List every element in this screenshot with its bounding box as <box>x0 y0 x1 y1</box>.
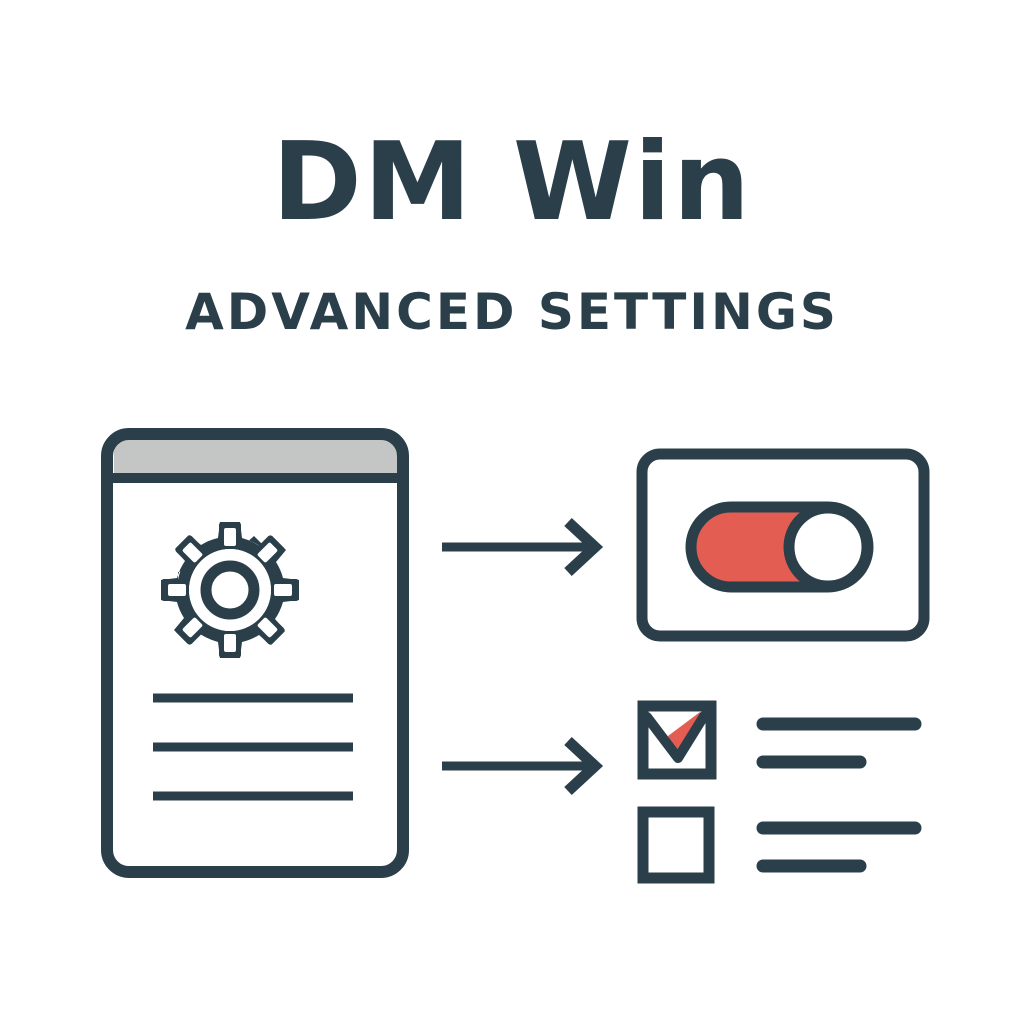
toggle-panel-frame <box>636 448 930 642</box>
arrow-right-icon <box>442 517 604 577</box>
toggle-panel <box>636 448 930 642</box>
window-frame <box>101 428 409 878</box>
checkbox-box <box>637 806 715 884</box>
check-icon <box>642 711 709 763</box>
window-titlebar <box>114 438 400 474</box>
checkbox-list <box>637 700 922 884</box>
app-title: DM Win <box>272 120 752 245</box>
toggle-switch[interactable] <box>685 501 874 593</box>
arrow-right-icon <box>442 736 604 796</box>
toggle-track-on <box>696 508 805 586</box>
checkbox-label-lines <box>756 821 922 873</box>
page-subtitle: ADVANCED SETTINGS <box>185 283 839 341</box>
checkbox-checked[interactable] <box>637 700 717 780</box>
settings-window <box>101 428 409 878</box>
toggle-knob <box>783 502 873 592</box>
gear-icon <box>161 522 299 658</box>
checkbox-label-lines <box>756 717 922 769</box>
checkbox-unchecked[interactable] <box>637 806 715 884</box>
window-text-lines <box>153 693 353 801</box>
